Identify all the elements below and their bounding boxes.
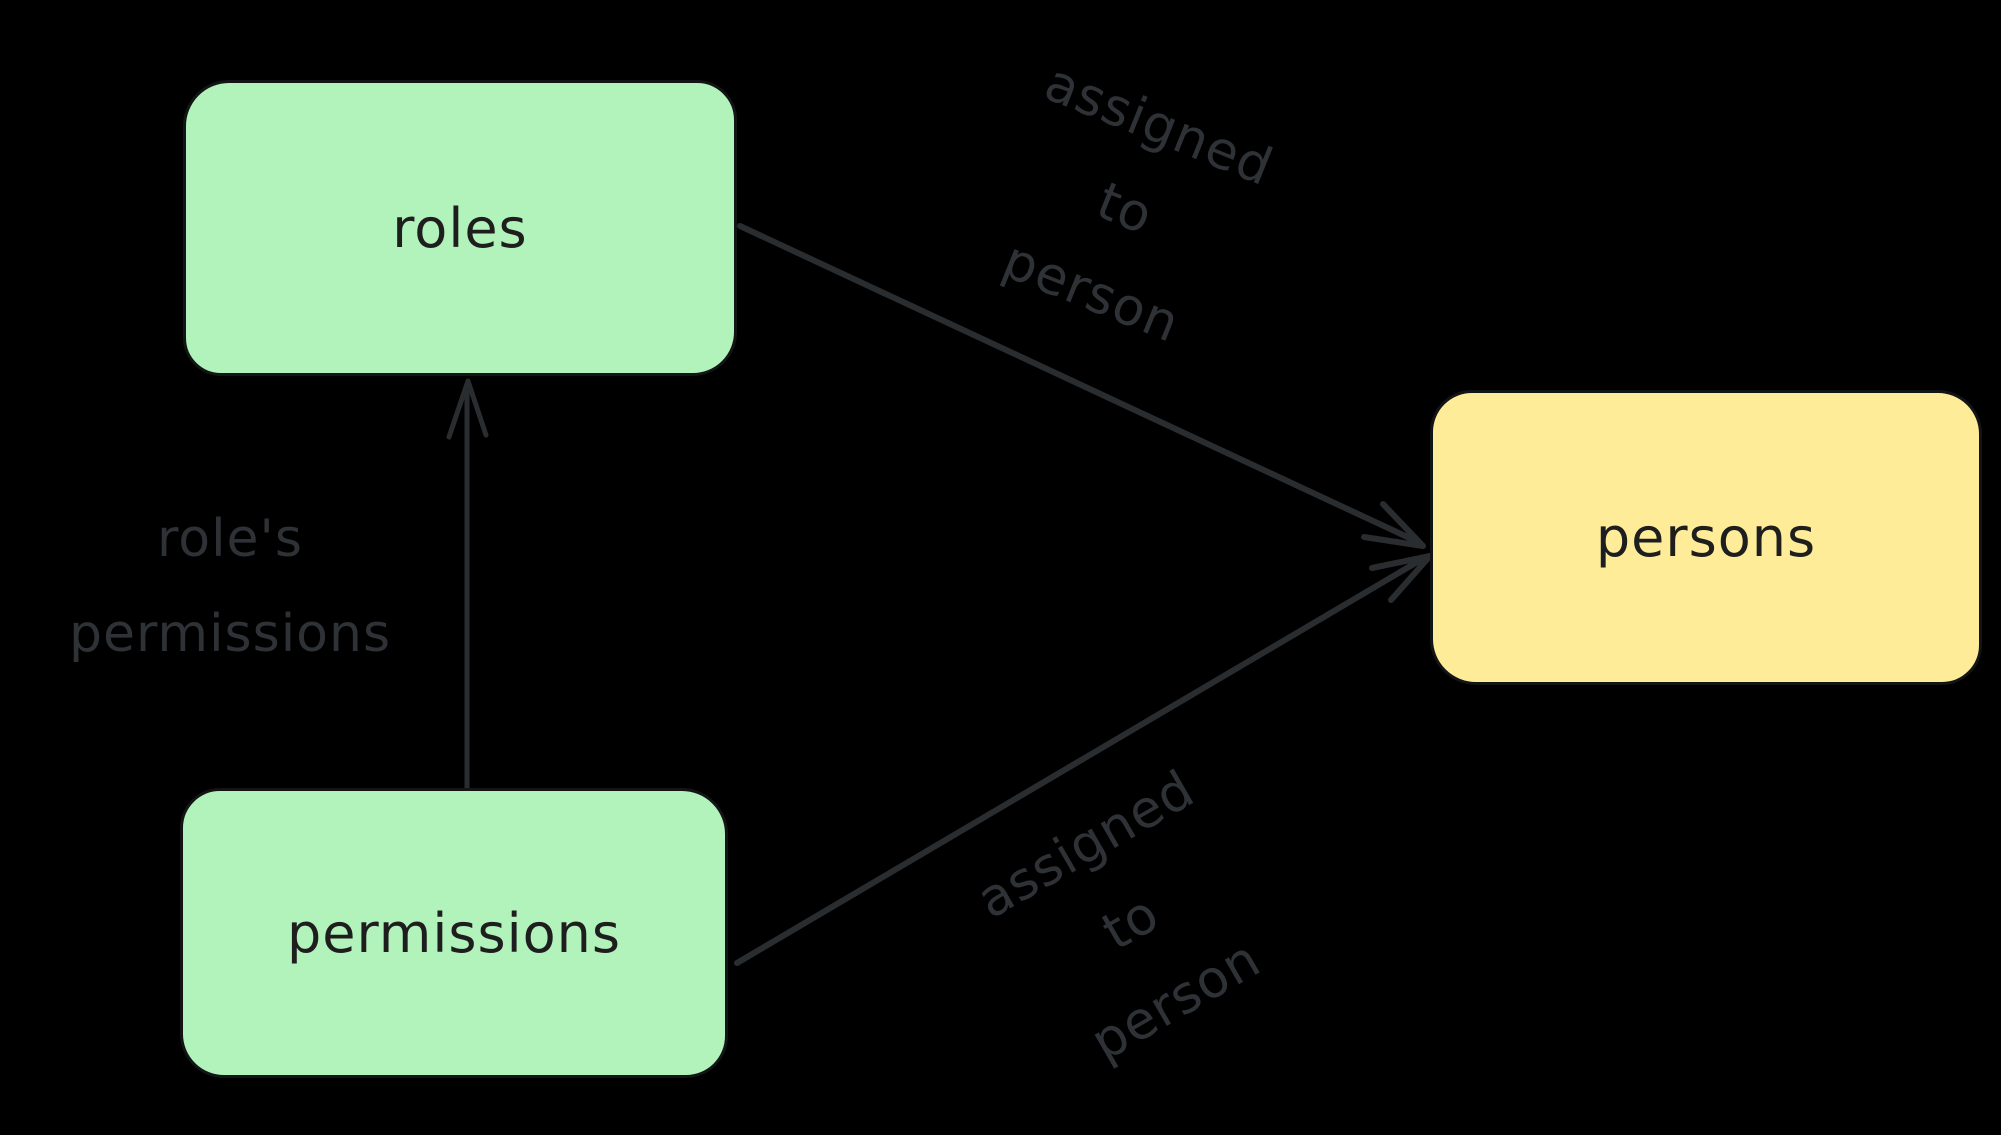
arrow-shaft — [737, 223, 1419, 544]
arrowhead-right-icon — [1369, 553, 1433, 603]
arrowhead-right-icon — [1361, 501, 1426, 549]
edge-label-line: permissions — [68, 604, 392, 664]
node-permissions: permissions — [180, 788, 728, 1078]
edge-label-line: role's — [157, 509, 303, 569]
arrow-shaft — [734, 555, 1427, 966]
node-permissions-label: permissions — [286, 901, 622, 965]
node-persons-label: persons — [1595, 506, 1817, 569]
node-roles-label: roles — [392, 196, 528, 260]
arrow-permissions-to-roles — [446, 378, 489, 793]
arrowhead-up-icon — [446, 378, 489, 440]
node-roles: roles — [183, 80, 737, 376]
arrow-roles-to-persons — [737, 223, 1426, 549]
edge-label-roles-permissions: role's permissions — [20, 492, 440, 682]
node-persons: persons — [1430, 390, 1982, 685]
